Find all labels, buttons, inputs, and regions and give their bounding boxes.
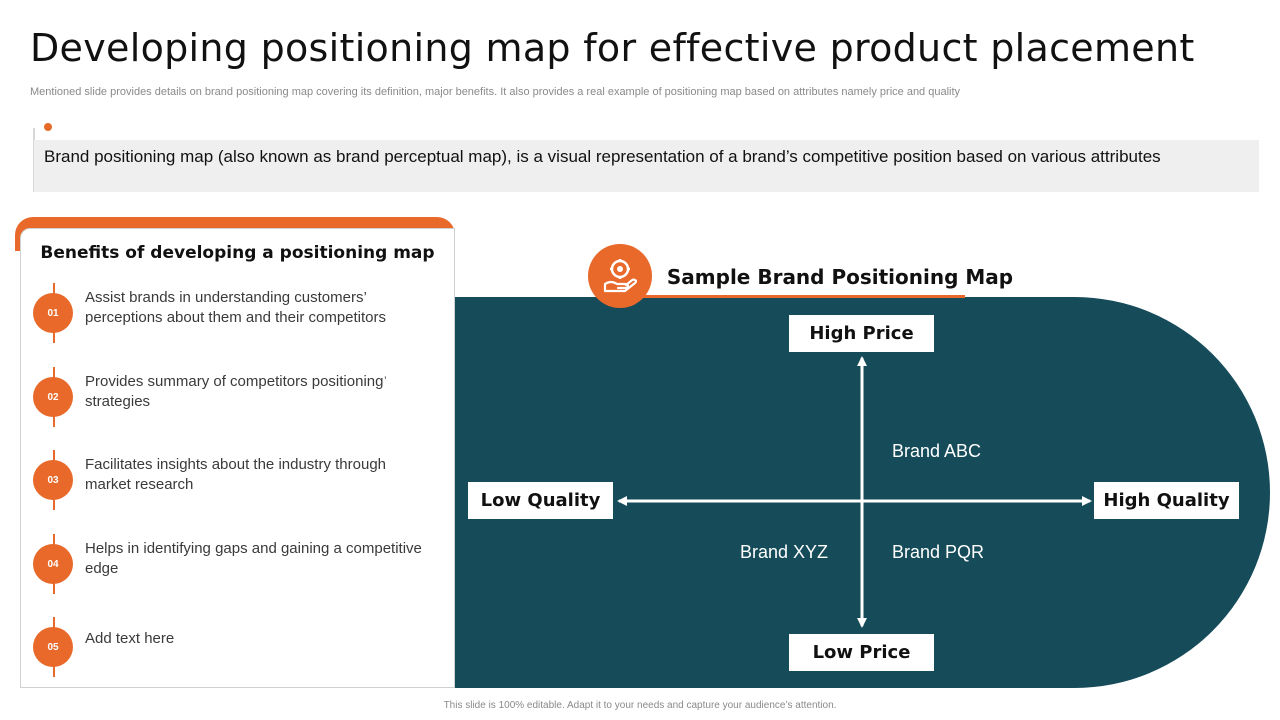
benefit-item-01: 01 Assist brands in understanding custom… xyxy=(21,283,454,343)
brand-pqr-label: Brand PQR xyxy=(892,542,985,562)
benefit-number-badge: 04 xyxy=(33,544,73,584)
brand-xyz-label: Brand XYZ xyxy=(740,542,829,562)
benefits-panel: Benefits of developing a positioning map… xyxy=(20,228,455,688)
benefits-title: Benefits of developing a positioning map xyxy=(40,243,435,263)
benefit-text: Assist brands in understanding customers… xyxy=(85,289,387,326)
benefit-item-04: 04 Helps in identifying gaps and gaining… xyxy=(21,534,454,594)
benefit-text: Helps in identifying gaps and gaining a … xyxy=(85,540,422,577)
benefit-number-badge: 01 xyxy=(33,293,73,333)
axis-label-low-price: Low Price xyxy=(789,634,934,671)
benefit-number-badge: 05 xyxy=(33,627,73,667)
definition-accent-dot xyxy=(44,123,52,131)
benefit-text: Add text here xyxy=(85,630,175,647)
page-title: Developing positioning map for effective… xyxy=(30,26,1195,70)
benefit-number-badge: 03 xyxy=(33,460,73,500)
benefit-item-02: 02 Provides summary of competitors posit… xyxy=(21,367,454,427)
definition-box: Brand positioning map (also known as bra… xyxy=(34,140,1259,192)
axis-label-low-quality: Low Quality xyxy=(468,482,613,519)
axis-label-high-price: High Price xyxy=(789,315,934,352)
footer-note: This slide is 100% editable. Adapt it to… xyxy=(443,700,837,711)
axis-label-high-quality: High Quality xyxy=(1094,482,1239,519)
benefit-text: Facilitates insights about the industry … xyxy=(85,456,387,493)
map-title: Sample Brand Positioning Map xyxy=(666,265,1014,289)
benefit-item-03: 03 Facilitates insights about the indust… xyxy=(21,450,454,510)
benefit-item-05: 05 Add text here xyxy=(21,617,454,677)
stray-apostrophe: ’ xyxy=(384,374,387,388)
page-subtitle: Mentioned slide provides details on bran… xyxy=(30,86,961,98)
definition-text: Brand positioning map (also known as bra… xyxy=(44,147,1161,166)
brand-abc-label: Brand ABC xyxy=(892,441,982,461)
map-title-underline xyxy=(640,295,965,298)
benefit-text: Provides summary of competitors position… xyxy=(85,373,384,410)
benefit-number-badge: 02 xyxy=(33,377,73,417)
